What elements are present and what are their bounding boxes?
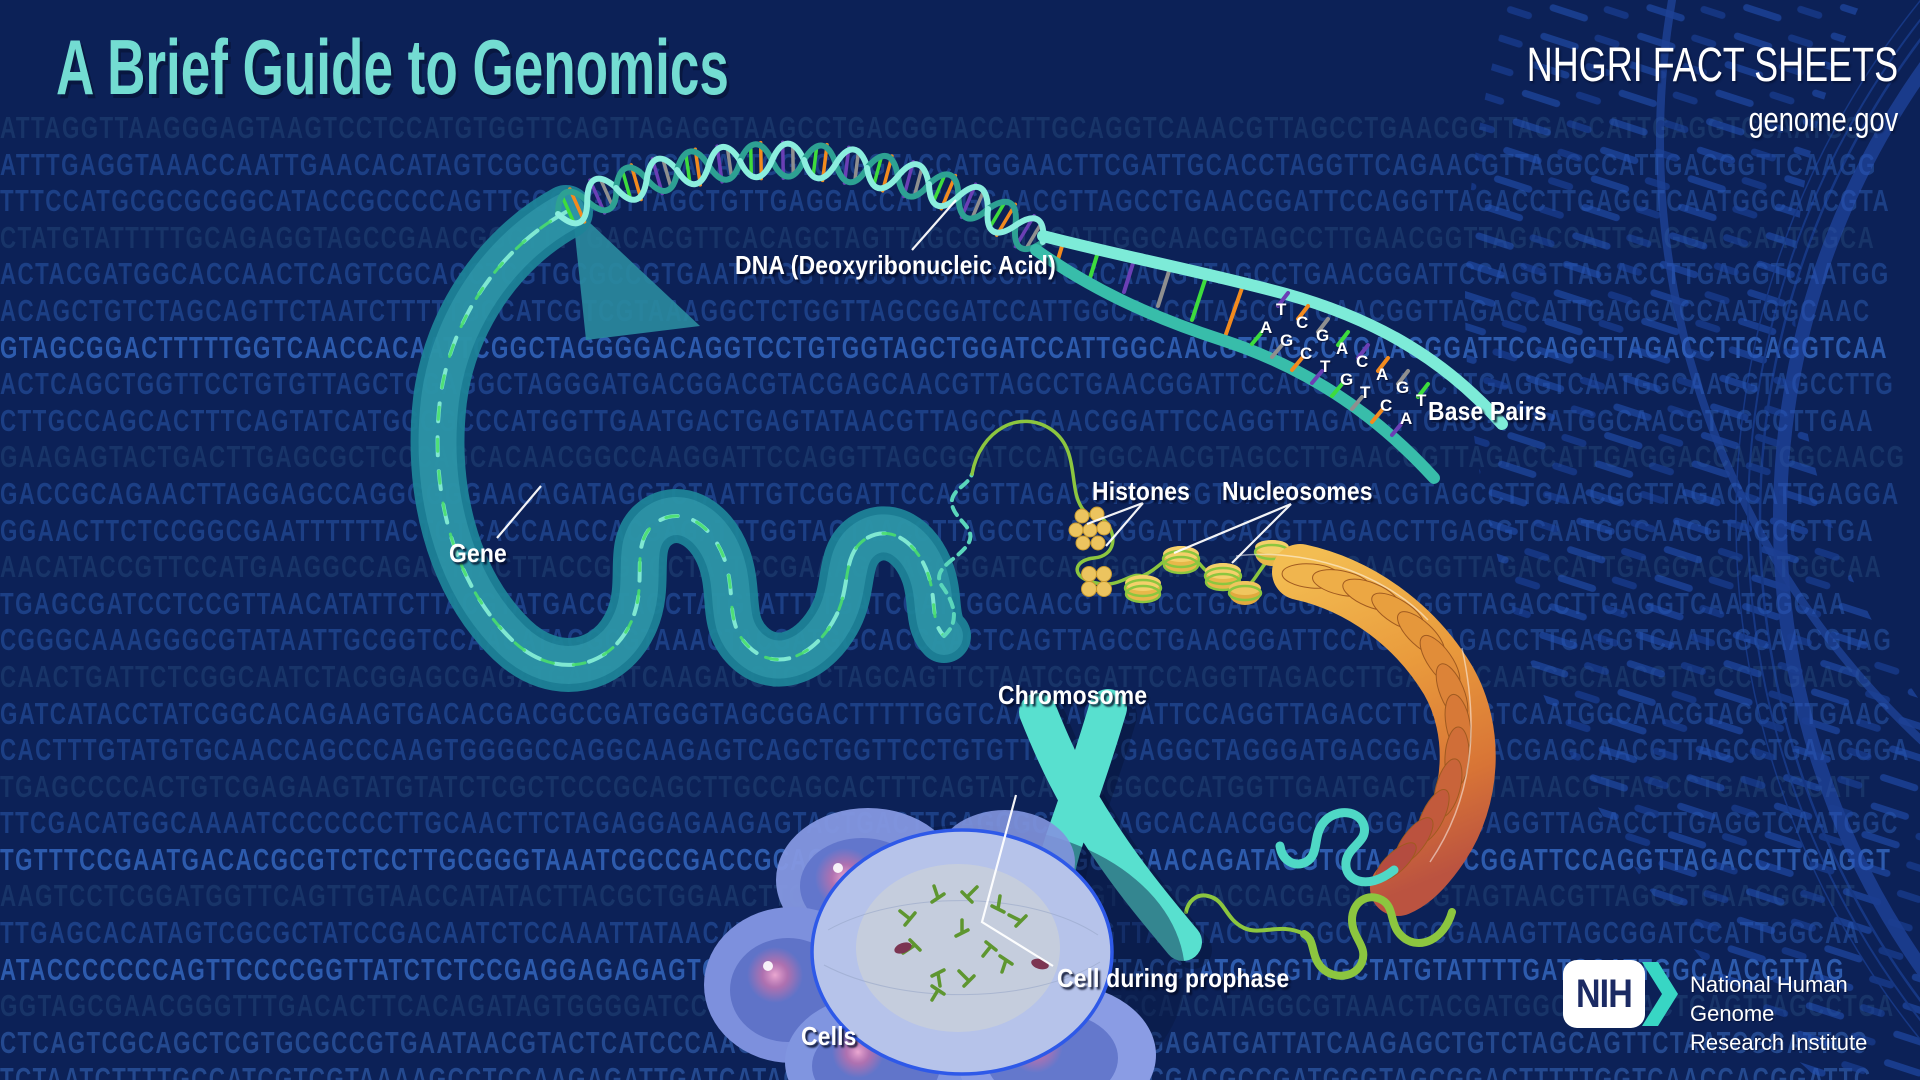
base-letter: A: [1400, 409, 1413, 428]
genome-gov-link: genome.gov: [1748, 101, 1898, 139]
base-letter: C: [1380, 396, 1393, 415]
nih-logo: NIH: [1563, 960, 1645, 1028]
cell-pointer-line: [980, 794, 1054, 967]
histones-pointer-line: [1105, 502, 1144, 547]
base-letter: T: [1276, 300, 1287, 319]
label-cells: Cells: [801, 1021, 857, 1051]
label-chromosome: Chromosome: [998, 680, 1148, 710]
nucleosomes-pointer-line: [1231, 503, 1292, 564]
base-letter: A: [1336, 339, 1349, 358]
base-letter: A: [1260, 318, 1273, 337]
label-histones: Histones: [1092, 476, 1191, 506]
label-base-pairs: Base Pairs: [1428, 396, 1547, 426]
base-letter: C: [1356, 352, 1369, 371]
base-letter: C: [1296, 313, 1309, 332]
cell-cluster-illustration: [704, 808, 1185, 1080]
prophase-cell: [810, 828, 1114, 1076]
base-letter: T: [1320, 357, 1331, 376]
brand-block: NHGRI FACT SHEETS genome.gov: [1403, 38, 1898, 140]
label-cell-during-prophase: Cell during prophase: [1057, 963, 1290, 993]
base-pair-ladder: [1030, 230, 1508, 484]
label-dna: DNA (Deoxyribonucleic Acid): [735, 250, 1056, 280]
condensing-coils: [1184, 808, 1456, 980]
page-title: A Brief Guide to Genomics: [56, 23, 729, 111]
label-nucleosomes: Nucleosomes: [1222, 476, 1373, 506]
base-letter: G: [1340, 370, 1354, 389]
institute-name: National Human Genome Research Institute: [1690, 970, 1920, 1057]
base-letter: G: [1396, 378, 1410, 397]
base-letter: A: [1376, 365, 1389, 384]
pointer-lines: [496, 199, 1292, 967]
base-letter: G: [1280, 331, 1294, 350]
decorative-arcs: [1465, 0, 1920, 1080]
histones-pointer-line: [1086, 501, 1144, 526]
prophase-chromosomes: [898, 884, 1028, 1002]
nucleosomes-pointer-line: [1173, 502, 1292, 555]
base-letter: G: [1316, 326, 1330, 345]
chromatin-fiber: [1235, 544, 1496, 916]
gene-pointer-line: [496, 485, 542, 539]
institute-line2: Research Institute: [1690, 1030, 1868, 1055]
base-letter: T: [1416, 391, 1427, 410]
dna-double-helix: [551, 142, 1052, 258]
nih-logo-text: NIH: [1575, 971, 1633, 1016]
dna-pointer-line: [911, 199, 957, 251]
base-letter: C: [1300, 344, 1313, 363]
gene-ribbon: [438, 206, 944, 665]
base-letter: T: [1360, 383, 1371, 402]
label-gene: Gene: [449, 538, 507, 568]
nih-chevron-icon: [1642, 962, 1678, 1026]
institute-line1: National Human Genome: [1690, 972, 1848, 1026]
fact-sheets-heading: NHGRI FACT SHEETS: [1526, 39, 1898, 92]
nucleosome-discs: [1123, 540, 1291, 605]
histone-cluster: [1068, 506, 1112, 597]
